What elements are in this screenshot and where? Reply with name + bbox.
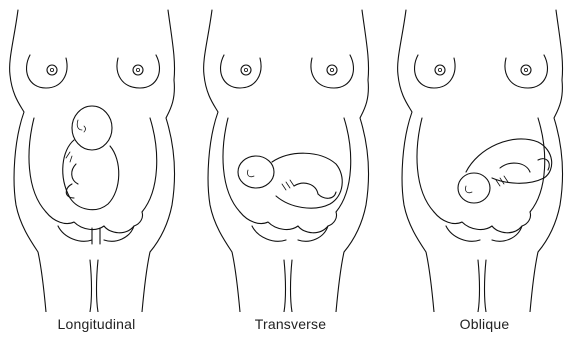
panel-transverse: Transverse [194,0,387,338]
torso-transverse-drawing [194,0,387,312]
panel-oblique: Oblique [388,0,581,338]
caption-transverse: Transverse [194,316,387,332]
torso-longitudinal-drawing [0,0,193,312]
caption-oblique: Oblique [388,316,581,332]
panel-longitudinal: Longitudinal [0,0,193,338]
caption-longitudinal: Longitudinal [0,316,193,332]
torso-oblique-drawing [388,0,581,312]
